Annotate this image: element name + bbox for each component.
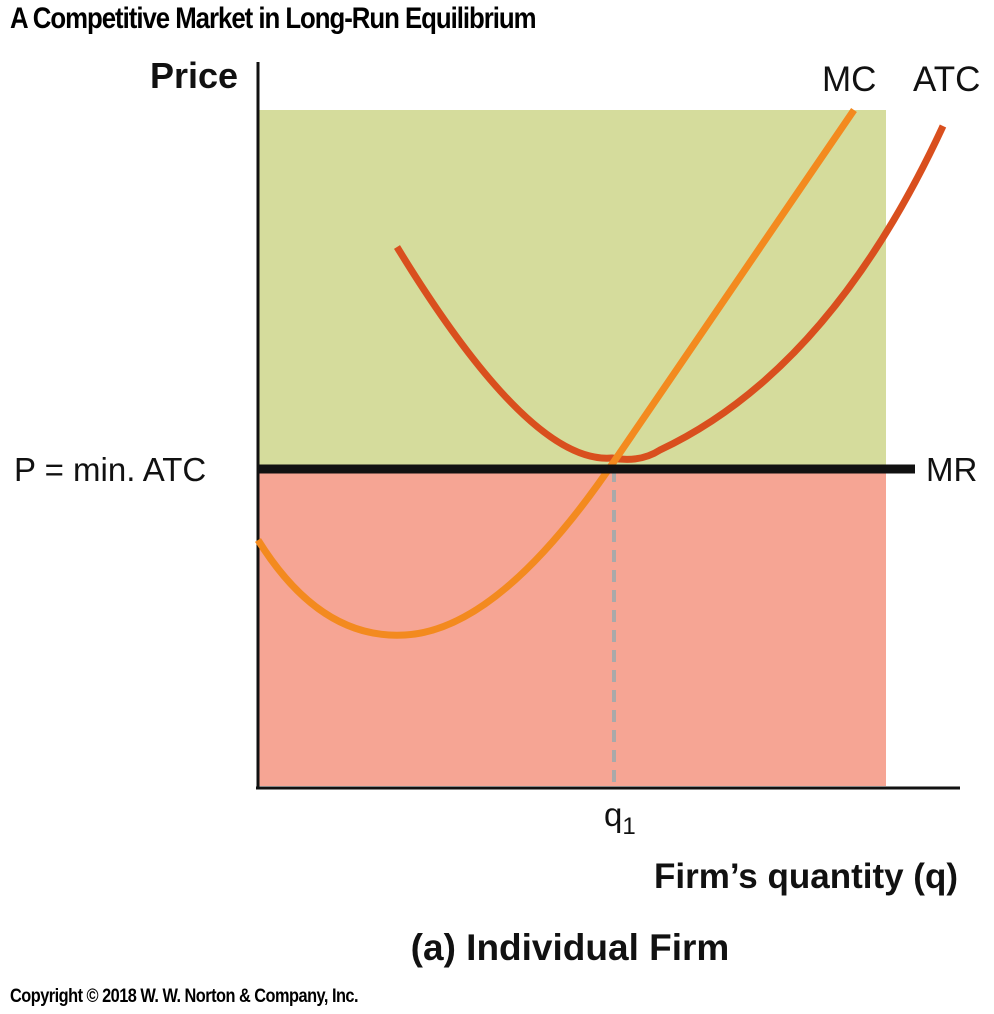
- q1-subscript: 1: [622, 813, 635, 840]
- x-axis-label: Firm’s quantity (q): [654, 857, 958, 896]
- q1-label: q1: [604, 796, 636, 840]
- mc-label: MC: [822, 60, 876, 99]
- copyright-notice: Copyright © 2018 W. W. Norton & Company,…: [10, 986, 359, 1007]
- mr-label: MR: [926, 451, 977, 488]
- atc-curve: [394, 124, 947, 463]
- figure-title: A Competitive Market in Long-Run Equilib…: [10, 2, 537, 35]
- diagram-subtitle: (a) Individual Firm: [411, 927, 730, 968]
- price-label: P = min. ATC: [14, 451, 206, 488]
- upper-region: [258, 110, 886, 468]
- q1-letter: q: [604, 796, 622, 833]
- atc-label: ATC: [913, 60, 980, 99]
- y-axis-label: Price: [150, 55, 238, 96]
- mc-curve: [255, 108, 857, 639]
